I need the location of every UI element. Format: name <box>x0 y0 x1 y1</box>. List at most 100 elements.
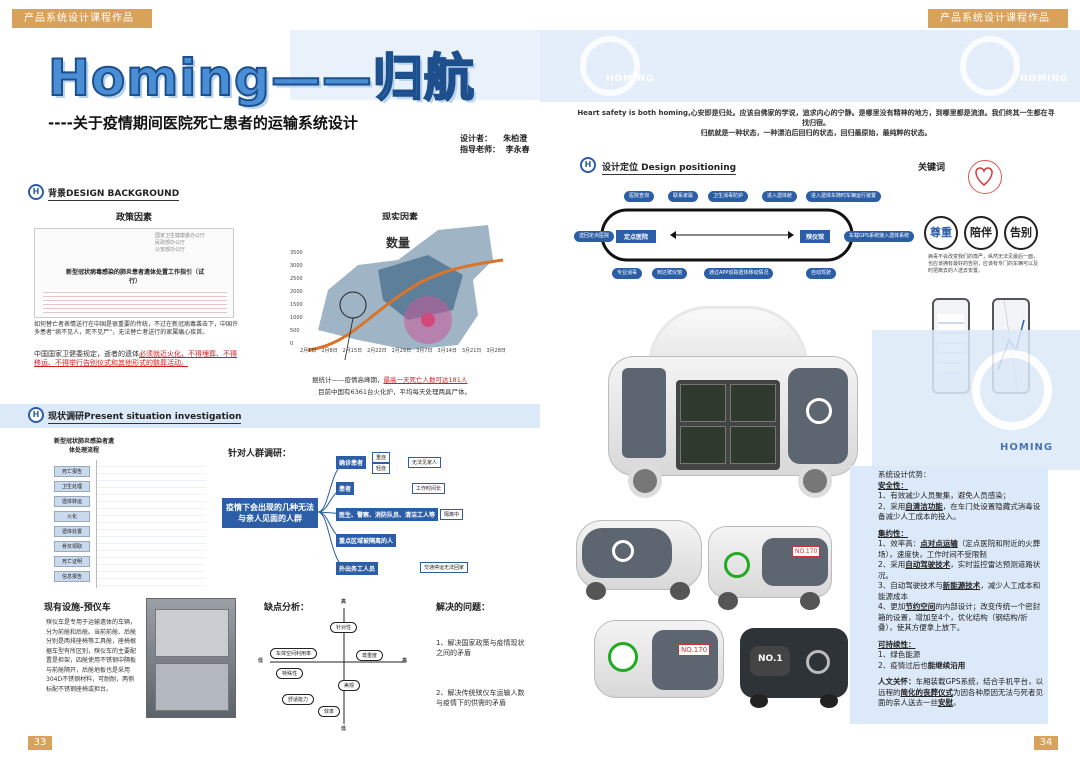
x-tick: 3月28日 <box>486 348 506 354</box>
solve-item-2: 2、解决传统殡仪车运输人数与疫情下的供需的矛盾 <box>436 689 525 707</box>
y-tick: 3500 <box>290 250 303 256</box>
flow-pill: 自动驾驶 <box>806 268 837 279</box>
branch-node: 重点区域被隔离的人 <box>336 534 397 547</box>
safety-title: 安全性： <box>878 480 908 490</box>
branch-node: 确诊患者 <box>336 456 367 469</box>
mindmap-connectors <box>318 461 349 569</box>
quadrant-item: 车体空间利用率 <box>270 648 318 659</box>
wheel <box>798 464 832 498</box>
header-band: 产品系统设计课程作品集 <box>928 9 1068 43</box>
flow-steps: 死亡报告 卫生处理 遗体转运 火化 遗体处置 骨灰领取 死亡证明 信息报告 <box>54 466 94 586</box>
y-tick: 1500 <box>290 302 303 308</box>
section-heading-survey: 现状调研Present situation investigation <box>48 409 242 424</box>
y-tick: 0 <box>290 341 294 347</box>
page-subtitle: ----关于疫情期间医院死亡患者的运输系统设计 <box>48 114 358 132</box>
plate-number: NO.1 <box>758 654 783 664</box>
designer-label: 设计者： <box>460 134 492 143</box>
title-backdrop <box>290 30 540 100</box>
x-tick: 3月14日 <box>437 348 457 354</box>
x-tick: 3月7日 <box>416 348 433 354</box>
flow-pill: 到达殡仪馆 <box>652 268 688 279</box>
intro-en: Heart safety is both homing,心安即是归处。 <box>577 109 740 117</box>
heart-stethoscope-icon <box>968 160 1002 194</box>
flow-pill: 通过APP追踪遗体移动情况 <box>704 268 774 279</box>
header-band: 产品系统设计课程作品集 <box>12 9 152 43</box>
flow-pill: 进入遗体车随时车辆运行装置 <box>806 191 882 202</box>
safety-item: 2、采用自清洁功能，在车门处设置隐藏式消毒设备减少人工成本的投入。 <box>878 502 1046 523</box>
text-bold: 节约空间 <box>905 602 936 611</box>
text-span: 的内部设计；改变传统一个密封箱的设置，增加至4个，优化结构（钢结构/折叠），使其… <box>878 602 1041 632</box>
wuhan-point <box>421 313 435 327</box>
brand-side-panel: HOMING <box>872 330 1080 470</box>
homing-logo-icon: H <box>580 157 596 173</box>
leaf-node: 轻症 <box>372 463 391 474</box>
intro-line1: 应该自佛家的学说，追求内心的宁静。是哪里没有精神的地方，到哪里都是流浪。我们终其… <box>739 109 1055 127</box>
leaf-node: 无法见家人 <box>408 457 442 468</box>
text-bold: 人文关怀： <box>878 677 916 686</box>
text-bold: 自动驾驶技术 <box>905 560 951 569</box>
keyword-farewell: 告别 <box>1004 216 1038 250</box>
flow-step: 信息报告 <box>54 571 90 582</box>
flow-step: 卫生处理 <box>54 481 90 492</box>
branch-node: 医生、警察、消防队员、清洁工人等 <box>336 508 439 521</box>
flow-step: 死亡报告 <box>54 466 90 477</box>
text-bold: 新能源技术 <box>942 581 981 590</box>
vehicle-variant-3: NO.170 <box>594 616 726 708</box>
safety-item: 1、有效减少人员聚集，避免人员感染； <box>878 491 1011 500</box>
intensive-item: 3、自动驾驶技术与新能源技术，减少人工成本和能源成本 <box>878 581 1046 602</box>
y-tick: 500 <box>290 328 300 334</box>
keyword-respect: 尊重 <box>924 216 958 250</box>
designer-name: 朱柏澄 <box>503 134 528 143</box>
center-question: 疫情下会出现的几种无法与亲人见面的人群 <box>222 498 318 528</box>
para2-prefix: 中国国家卫健委规定，逝者的遗体 <box>34 350 139 358</box>
flow-step: 遗体处置 <box>54 526 90 537</box>
sustain-title: 可持续性： <box>878 639 916 649</box>
text-bold: 能继续沿用 <box>927 660 966 670</box>
epidemic-map-chart: 数量 3500 3000 2500 2000 1500 1000 500 0 2… <box>288 220 508 371</box>
text-span: （定点医院和附近的火葬场），速度快，工作时间不受限制 <box>878 539 1041 559</box>
text-span: ，在车门处设置隐藏式消毒设备减少人工成本的投入。 <box>878 501 1041 522</box>
x-tick: 2月15日 <box>342 348 363 354</box>
leaf-node: 重症 <box>372 452 391 463</box>
section-heading-background: 背景DESIGN BACKGROUND <box>48 186 180 201</box>
brand-logo-icon <box>580 36 640 96</box>
flow-pill: 联系家属 <box>668 191 699 202</box>
axis-left-label: 低 <box>258 658 264 664</box>
section-heading-positioning: 设计定位 Design positioning <box>602 160 737 175</box>
text-span: 4、更加 <box>878 602 906 611</box>
loop-side-label: 送回定点医院 <box>574 231 615 242</box>
y-axis-ticks: 3500 3000 2500 2000 1500 1000 500 0 <box>290 250 308 354</box>
x-tick: 2月1日 <box>300 348 317 354</box>
brand-wordmark: HOMING <box>1000 442 1054 453</box>
vehicle-variant-1 <box>576 514 704 600</box>
loop-endpoint-hospital: 定点医院 <box>616 230 656 243</box>
flow-detail-lines <box>96 460 206 588</box>
text-bold: 点对点运输 <box>920 539 958 548</box>
x-tick: 2月22日 <box>367 348 387 354</box>
loop-endpoint-funeral-home: 殡仪馆 <box>800 230 830 243</box>
text-bold: 自清洁功能 <box>905 501 943 511</box>
existing-facility-title: 现有设施-预仪车 <box>44 603 111 613</box>
intensive-item: 4、更加节约空间的内部设计；改变传统一个密封箱的设置，增加至4个，优化结构（钢结… <box>878 602 1046 634</box>
homing-logo-icon: H <box>28 184 44 200</box>
intensive-item: 2、采用自动驾驶技术，实时监控雷达预测道路状况。 <box>878 560 1046 581</box>
vehicle-variant-2: NO.170 <box>708 520 836 612</box>
right-page: 产品系统设计课程作品集 HOMING HOMING Heart safety i… <box>540 0 1080 764</box>
brand-wordmark: HOMING <box>1020 74 1069 84</box>
doc-title: 新型冠状病毒感染的肺炎患者遗体处置工作指引（试行） <box>65 269 204 285</box>
y-tick: 1000 <box>290 315 303 321</box>
policy-title: 政策因素 <box>116 213 153 223</box>
crowd-survey-title: 针对人群调研： <box>228 449 292 459</box>
axis-right-label: 高 <box>402 658 408 664</box>
x-axis-ticks: 2月1日 2月8日 2月15日 2月22日 2月29日 3月7日 3月14日 3… <box>300 348 506 355</box>
homing-logo-icon: H <box>28 407 44 423</box>
doc-text-lines <box>43 289 227 313</box>
axis-low-label: 低 <box>341 726 347 732</box>
flow-step: 火化 <box>54 511 90 522</box>
axis-high-label: 高 <box>341 599 347 605</box>
keyword-description: 病毒不会改变我们的尊严，纵然无法见最后一面，也应该拥有最好的告别，应该有专门的车… <box>928 254 1039 274</box>
y-tick: 2000 <box>290 289 303 295</box>
solve-item-1: 1、解决国家政策与疫情现状之间的矛盾 <box>436 639 525 657</box>
text-span: ，实时监控雷达预测道路状况。 <box>878 560 1041 580</box>
intensive-item: 1、效率高：点对点运输（定点医院和附近的火葬场），速度快，工作时间不受限制 <box>878 539 1046 560</box>
